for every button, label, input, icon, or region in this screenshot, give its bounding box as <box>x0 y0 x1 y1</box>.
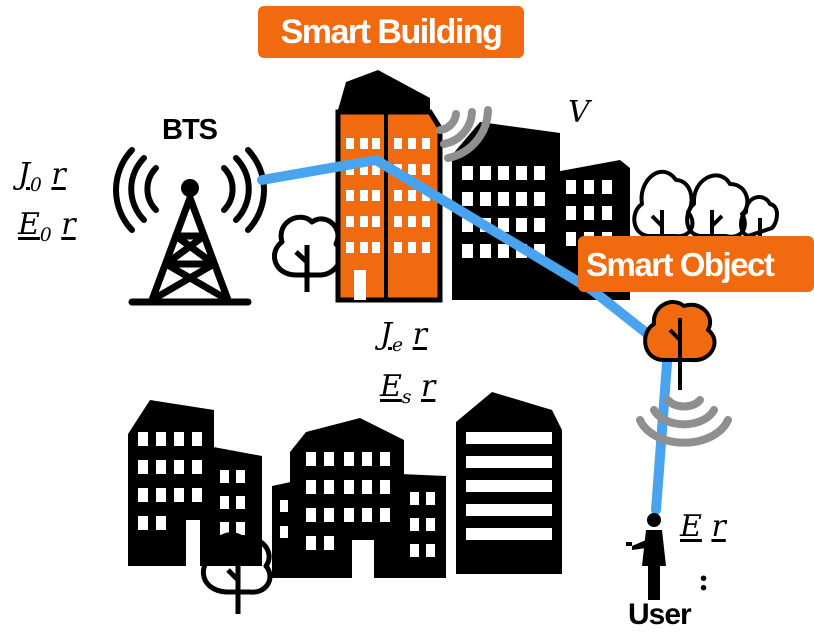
wifi-signal-icon <box>636 396 732 447</box>
je-arg: r <box>412 317 427 352</box>
smart-object-label: Smart Object <box>578 236 814 292</box>
current-je-label: Je r <box>380 320 427 356</box>
current-j0-label: J0 r <box>18 160 66 196</box>
e0-subscript: 0 <box>39 225 52 246</box>
smart-object-tree-icon <box>643 300 717 390</box>
field-es-label: Es r <box>380 372 435 408</box>
e-symbol: E <box>680 509 702 544</box>
dots-label: : <box>698 563 710 598</box>
field-e0-label: E0 r <box>18 210 76 246</box>
j0-subscript: 0 <box>30 175 42 196</box>
j0-symbol: J <box>18 157 31 192</box>
person-icon <box>626 513 666 600</box>
bts-label: BTS <box>162 114 218 146</box>
es-symbol: E <box>380 369 402 404</box>
wifi-signal-icon <box>436 106 492 162</box>
cell-tower-icon <box>113 147 267 306</box>
tree-icon <box>201 532 273 614</box>
es-arg: r <box>421 369 436 404</box>
j0-arg: r <box>51 157 66 192</box>
user-label: User <box>628 598 692 631</box>
volume-label: V <box>568 95 590 130</box>
je-symbol: J <box>380 317 393 352</box>
e0-arg: r <box>61 207 76 242</box>
es-subscript: s <box>401 387 412 408</box>
field-e-label: E r <box>680 512 726 542</box>
tree-icon <box>632 170 779 252</box>
je-subscript: e <box>392 335 404 356</box>
e-arg: r <box>711 509 726 544</box>
smart-building-label: Smart Building <box>258 6 524 58</box>
building-icon <box>128 400 262 566</box>
building-icon <box>272 418 446 578</box>
tree-icon <box>271 214 344 292</box>
building-icon <box>456 392 562 574</box>
e0-symbol: E <box>18 207 40 242</box>
smart-building <box>335 70 443 303</box>
